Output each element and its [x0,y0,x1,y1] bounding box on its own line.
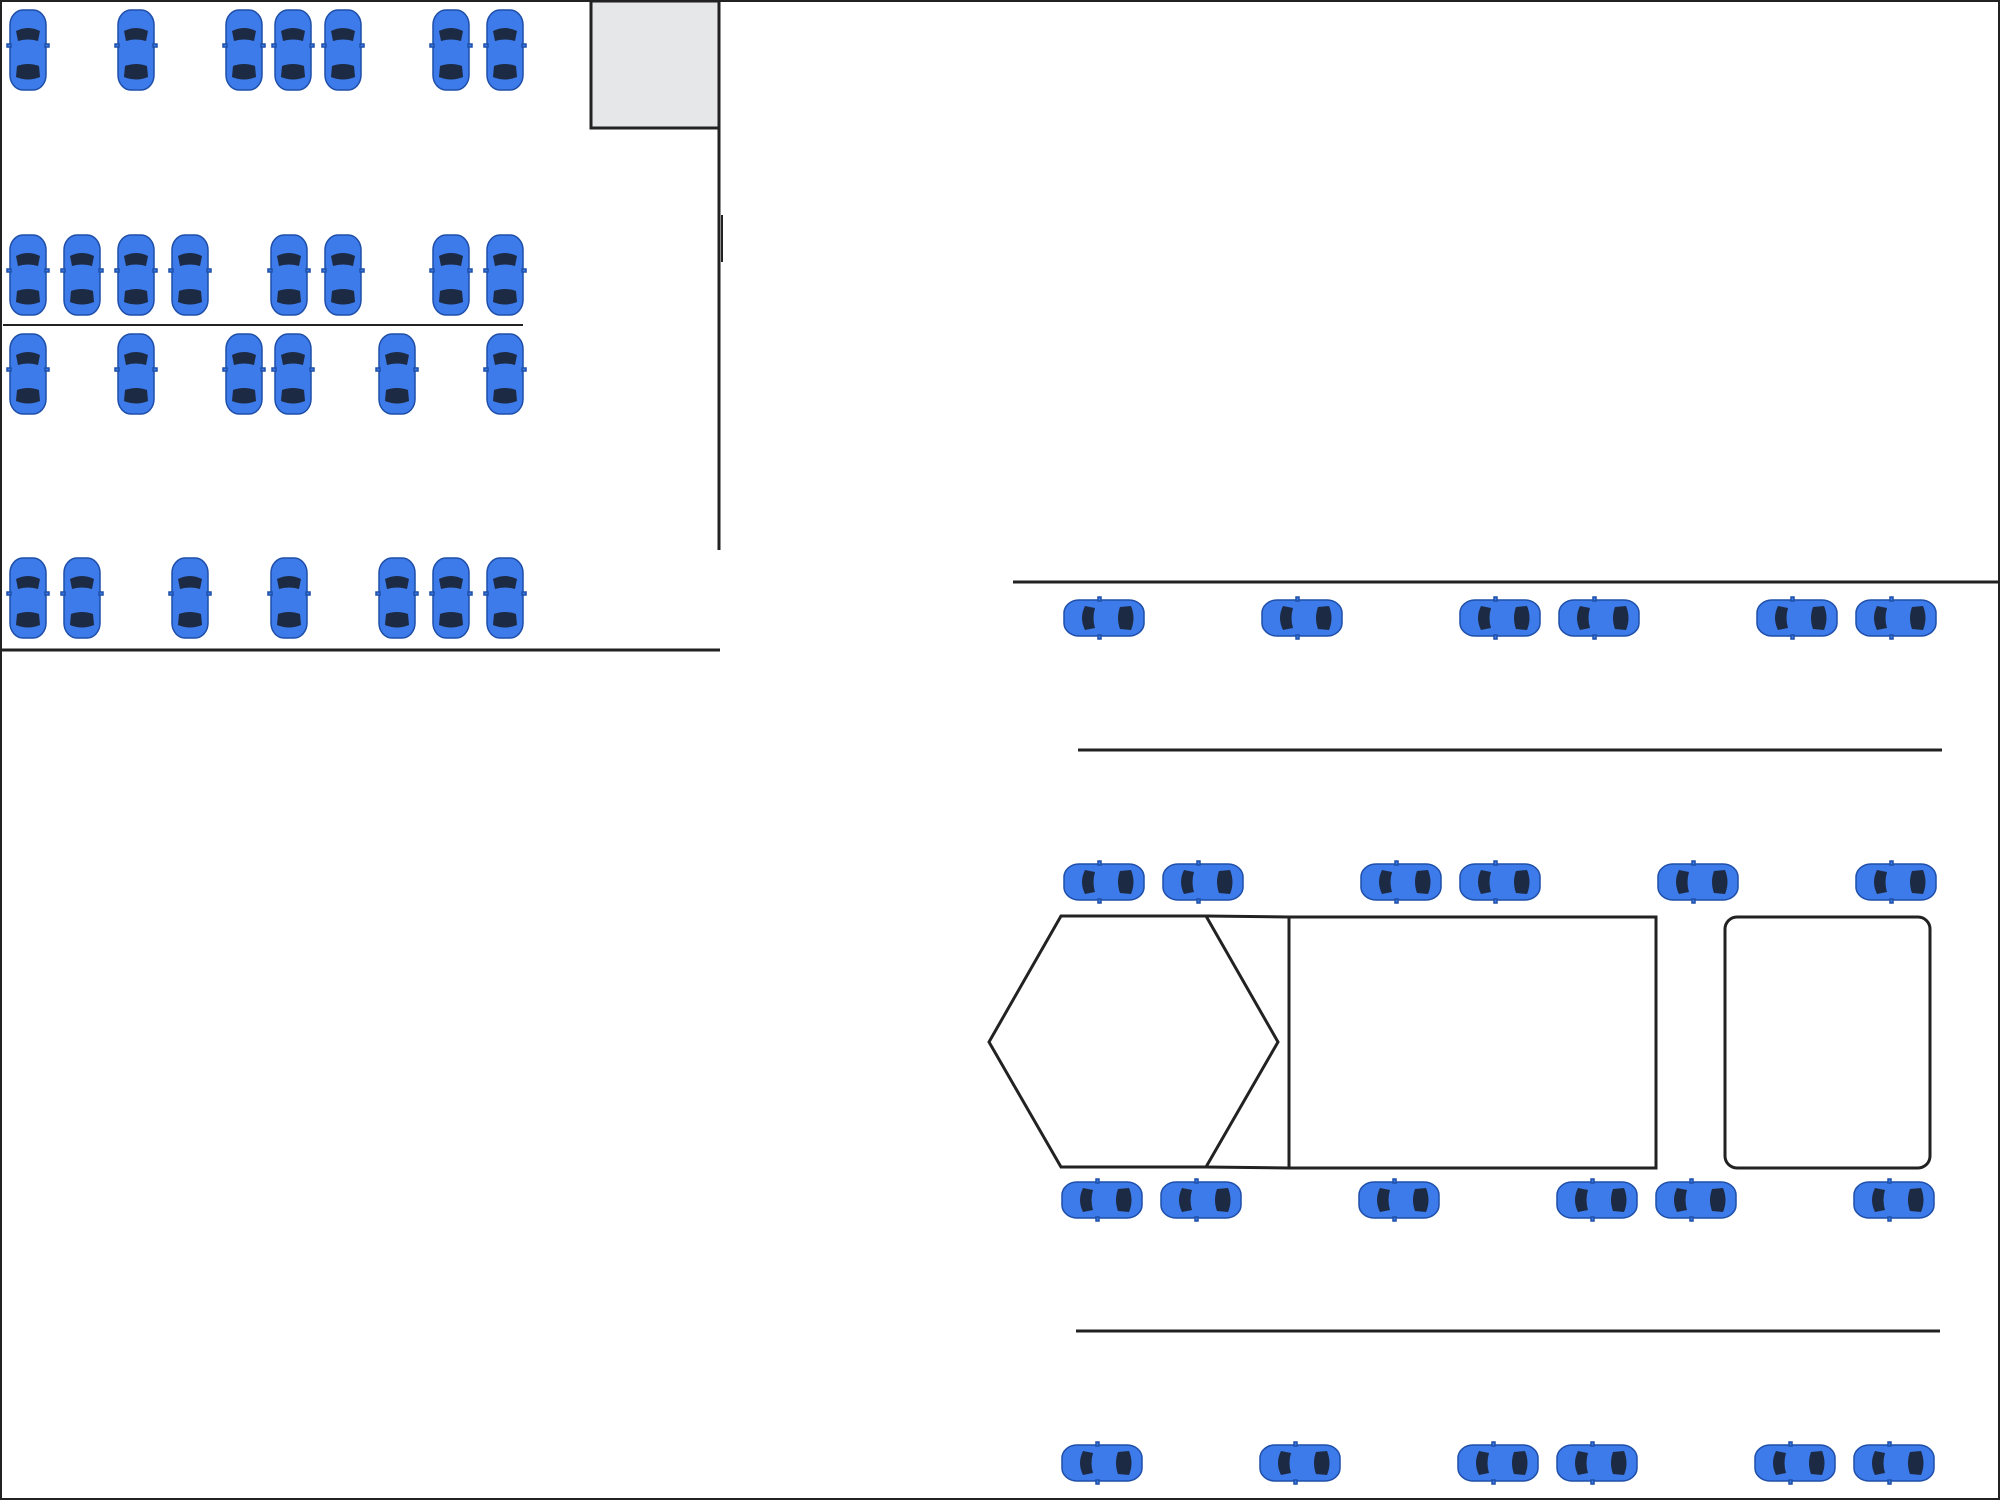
car-icon [222,333,266,415]
car-icon [483,333,527,415]
rectangular-island [1287,915,1658,1170]
car-icon [429,234,473,316]
car-icon [429,9,473,91]
car-icon [6,557,50,639]
car-icon [267,234,311,316]
car-icon [6,333,50,415]
car-icon [114,333,158,415]
car-icon [114,9,158,91]
car-icon [1161,1179,1241,1221]
car-icon [60,557,104,639]
car-icon [1557,1179,1637,1221]
car-icon [271,333,315,415]
car-icon [321,234,365,316]
car-icon [1458,1442,1538,1484]
car-icon [1656,1179,1736,1221]
car-icon [60,234,104,316]
car-icon [1755,1442,1835,1484]
car-icon [1854,1179,1934,1221]
car-icon [1359,1179,1439,1221]
car-icon [1064,597,1144,639]
car-icon [1361,861,1441,903]
car-icon [1854,1442,1934,1484]
car-icon [1856,597,1936,639]
car-icon [1460,597,1540,639]
car-icon [267,557,311,639]
car-icon [1062,1442,1142,1484]
car-icon [114,234,158,316]
car-icon [321,9,365,91]
car-icon [6,234,50,316]
hexagon-connector-top [1205,914,1290,919]
car-icon [1062,1179,1142,1221]
hexagon-connector-bottom [1205,1165,1290,1170]
hexagon-island [987,914,1280,1169]
car-icon [483,557,527,639]
car-icon [1064,861,1144,903]
car-icon [1260,1442,1340,1484]
rounded-island [1723,915,1932,1170]
car-icon [222,9,266,91]
car-icon [1856,861,1936,903]
car-icon [1557,1442,1637,1484]
car-icon [168,234,212,316]
kiosk [589,0,721,130]
car-icon [1163,861,1243,903]
car-icon [429,557,473,639]
car-icon [483,234,527,316]
car-icon [375,557,419,639]
car-icon [271,9,315,91]
car-icon [483,9,527,91]
car-icon [1262,597,1342,639]
car-icon [375,333,419,415]
car-icon [6,9,50,91]
car-icon [1658,861,1738,903]
car-icon [1757,597,1837,639]
car-icon [1460,861,1540,903]
car-icon [1559,597,1639,639]
car-icon [168,557,212,639]
cars-layer [6,9,1936,1484]
